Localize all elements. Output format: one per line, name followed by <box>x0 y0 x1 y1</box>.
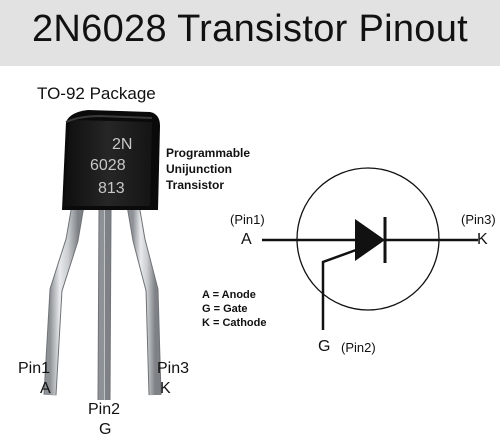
schematic-cathode-letter: K <box>477 231 488 248</box>
schematic-anode-letter: A <box>241 231 252 248</box>
to92-body <box>62 110 160 210</box>
pin2-number: Pin2 <box>88 401 121 418</box>
marking-line-1: 2N <box>112 136 133 153</box>
schematic-gate-letter: G <box>318 338 331 355</box>
gate-wire <box>321 248 357 330</box>
description-line-3: Transistor <box>166 178 225 192</box>
description-line-1: Programmable <box>166 146 251 160</box>
pin1-letter: A <box>40 380 51 397</box>
schematic-pin1-label: (Pin1) <box>230 212 265 227</box>
description-line-2: Unijunction <box>166 162 232 176</box>
put-schematic-symbol <box>262 167 478 330</box>
transistor-leads <box>43 203 162 401</box>
pin3-number: Pin3 <box>157 360 190 377</box>
pin2-letter: G <box>99 421 112 438</box>
legend-gate: G = Gate <box>202 303 248 315</box>
marking-line-2: 6028 <box>90 157 126 174</box>
package-label: TO-92 Package <box>37 84 156 103</box>
legend-cathode: K = Cathode <box>202 317 267 329</box>
pin3-letter: K <box>160 380 171 397</box>
page-title: 2N6028 Transistor Pinout <box>32 8 468 50</box>
title-banner: 2N6028 Transistor Pinout <box>0 0 500 66</box>
pin1-number: Pin1 <box>18 360 51 377</box>
schematic-pin3-label: (Pin3) <box>461 212 496 227</box>
diode-triangle <box>355 219 385 261</box>
legend-anode: A = Anode <box>202 289 256 301</box>
marking-line-3: 813 <box>98 180 125 197</box>
schematic-pin2-label: (Pin2) <box>341 340 376 355</box>
